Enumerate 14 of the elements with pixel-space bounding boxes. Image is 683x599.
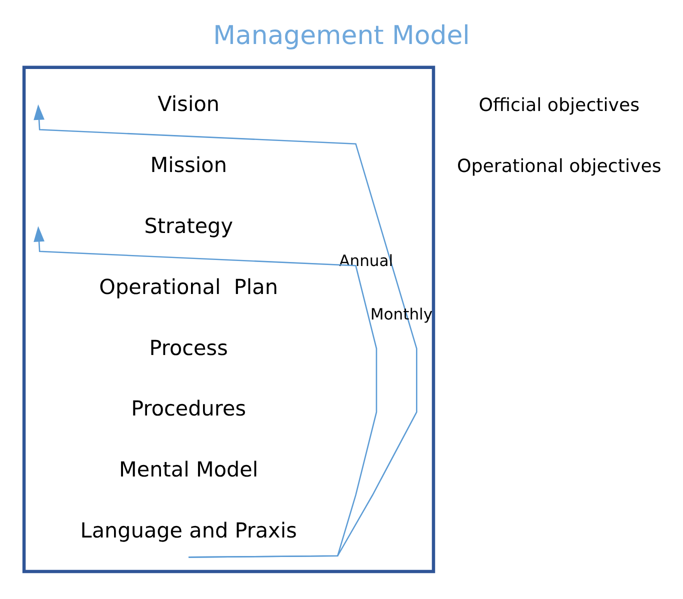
label: Operational objectives: [457, 155, 662, 176]
node-text: Vision: [158, 92, 220, 116]
arrow: [34, 104, 418, 558]
node-text: Mission: [150, 152, 228, 177]
node-text: Language and Praxis: [80, 518, 297, 542]
cluster: [22, 65, 436, 573]
node-text: Procedures: [131, 396, 246, 420]
label: Official objectives: [478, 94, 640, 116]
diagram-title: Management Model: [213, 20, 470, 51]
arrow: [34, 226, 378, 558]
node-text: Process: [149, 335, 228, 360]
node-text: Operational Plan: [99, 274, 278, 298]
node-text: Strategy: [144, 214, 233, 238]
node-text: Mental Model: [119, 457, 258, 482]
